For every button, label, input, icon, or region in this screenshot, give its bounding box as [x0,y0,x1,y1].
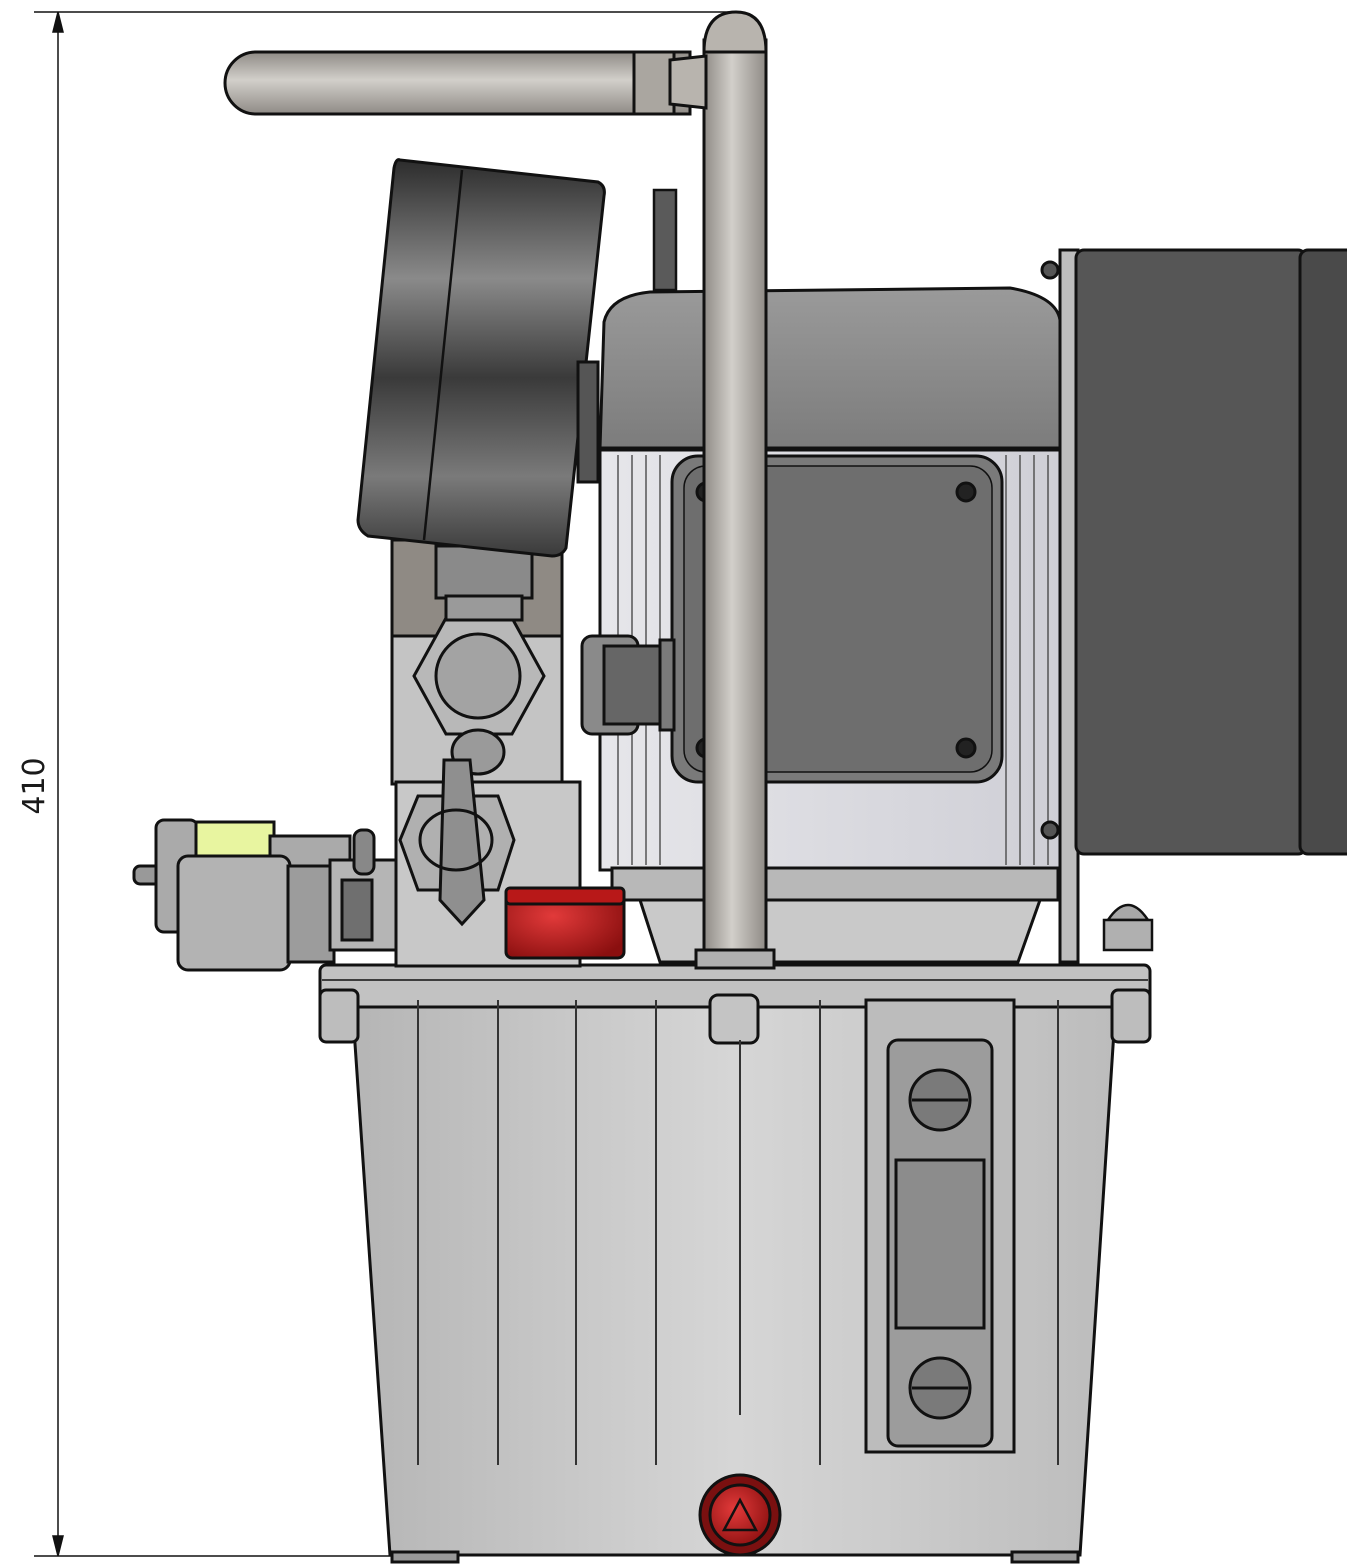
level-sight-glass [864,998,1016,1454]
oil-tank [318,963,1152,1564]
acorn-nut [1102,903,1154,952]
tank-ribs [417,1000,1059,1465]
control-box [1040,248,1347,964]
height-dimension [34,11,735,1557]
drain-plug [698,1473,782,1557]
breather-rod [652,188,678,292]
hydraulic-coupler [132,818,398,972]
carry-handle [223,10,776,970]
gauge-fitting [434,544,534,622]
red-filler-cap [504,886,626,960]
pressure-gauge [356,158,606,558]
cable-gland [580,634,676,736]
relief-valve [398,758,516,927]
hex-fitting [412,616,546,776]
height-dimension-label: 410 [17,757,52,814]
